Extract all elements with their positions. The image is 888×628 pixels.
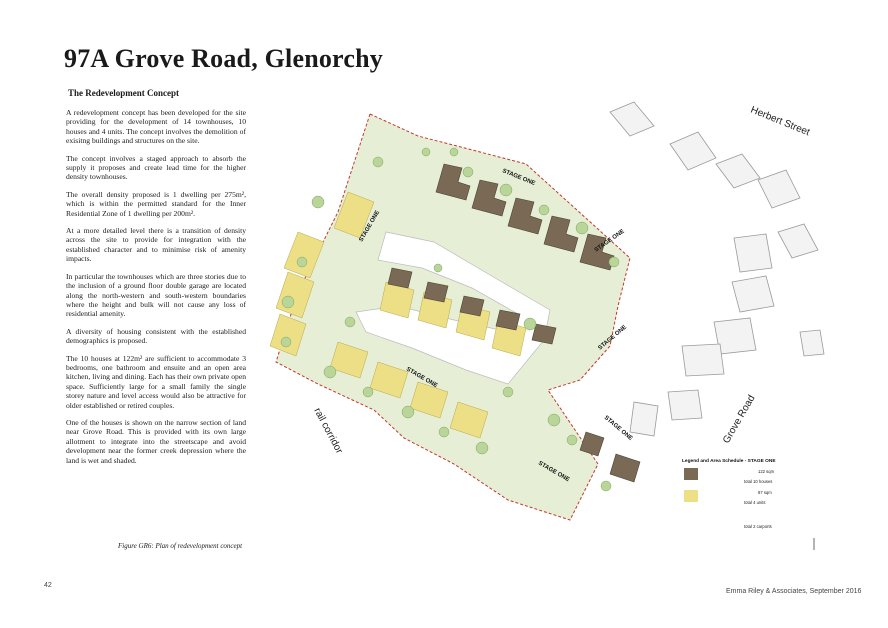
paragraph-townhouses: In particular the townhouses which are t… — [66, 271, 246, 319]
paragraph-diversity: A diversity of housing consistent with t… — [66, 326, 246, 346]
page-title: 97A Grove Road, Glenorchy — [64, 44, 383, 73]
legend-carports-total: total 2 carports — [744, 524, 772, 529]
grove-road-label: Grove Road — [721, 393, 757, 445]
house-footprints — [387, 163, 641, 483]
footer-credit: Emma Riley & Associates, September 2016 — [726, 588, 862, 595]
body-text: A redevelopment concept has been develop… — [66, 108, 246, 473]
legend-swatch-house — [684, 468, 698, 480]
legend-units-area: 87 sqm — [758, 490, 772, 495]
stage-label-grove: STAGE ONE — [603, 415, 634, 442]
paragraph-grove-road-house: One of the houses is shown on the narrow… — [66, 417, 246, 465]
paragraph-density: The overall density proposed is 1 dwelli… — [66, 189, 246, 218]
site-plan-drawing: STAGE ONE STAGE ONE STAGE ONE STAGE ONE … — [269, 101, 825, 550]
legend: Legend and Area Schedule - STAGE ONE 122… — [682, 458, 815, 550]
legend-houses-total: total 10 houses — [744, 479, 772, 484]
legend-swatch-unit — [684, 490, 698, 502]
paragraph-transition: At a more detailed level there is a tran… — [66, 226, 246, 264]
paragraph-houses: The 10 houses at 122m² are sufficient to… — [66, 353, 246, 410]
paragraph-intro: A redevelopment concept has been develop… — [66, 108, 246, 146]
figure-caption: Figure GR6: Plan of redevelopment concep… — [118, 542, 243, 550]
legend-units-total: total 4 units — [744, 500, 765, 505]
site-plan: STAGE ONE STAGE ONE STAGE ONE STAGE ONE … — [258, 92, 828, 562]
rail-corridor-label: rail corridor — [311, 406, 345, 456]
trees — [280, 147, 620, 492]
herbert-street-label: Herbert Street — [749, 105, 812, 139]
paragraph-staging: The concept involves a staged approach t… — [66, 153, 246, 182]
page-number: 42 — [44, 582, 52, 589]
neighbour-houses — [609, 101, 825, 437]
legend-title: Legend and Area Schedule - STAGE ONE — [682, 458, 776, 464]
section-heading: The Redevelopment Concept — [68, 88, 179, 98]
legend-houses-area: 122 sqm — [758, 469, 775, 474]
